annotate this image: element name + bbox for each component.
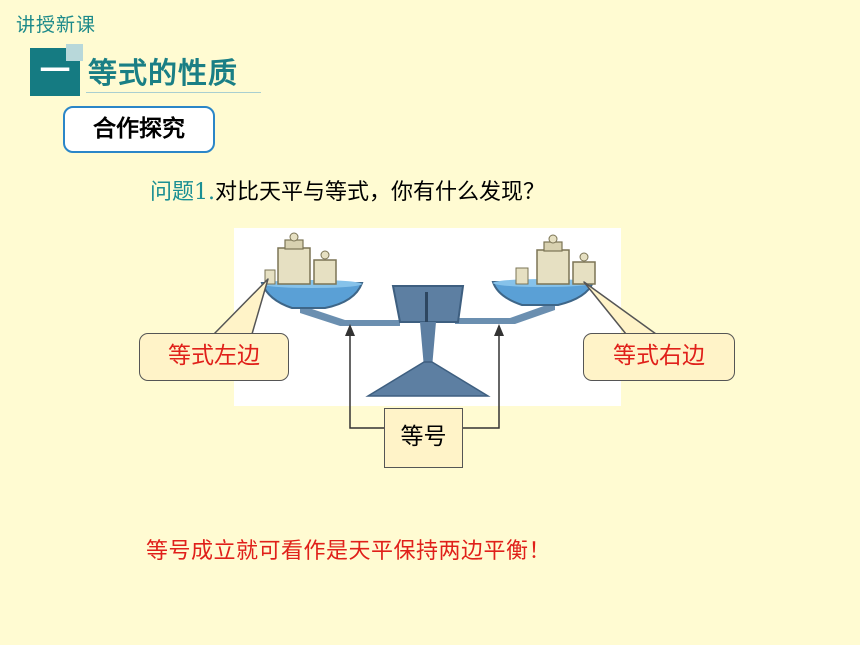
section-underline — [86, 92, 261, 93]
left-big-weight — [277, 247, 311, 285]
left-small-weight-knob — [320, 250, 330, 260]
question-text: 对比天平与等式，你有什么发现？ — [215, 180, 546, 205]
question-line: 问题1.对比天平与等式，你有什么发现？ — [150, 174, 545, 206]
question-number: 问题1. — [150, 180, 215, 205]
left-big-weight-knob — [289, 232, 299, 242]
left-tiny-weight — [264, 269, 276, 285]
left-arrow-line — [349, 332, 384, 429]
needle — [425, 292, 428, 322]
left-callout-pointer — [213, 278, 269, 335]
stand-stem — [420, 322, 436, 368]
beam-left — [300, 305, 400, 326]
left-pan — [260, 282, 364, 309]
left-arrow-head — [345, 324, 355, 336]
section-number: 一 — [40, 54, 70, 89]
right-callout-pointer — [583, 281, 657, 335]
right-arrow-head — [494, 324, 504, 336]
right-big-weight-knob — [548, 234, 558, 244]
left-side-callout: 等式左边 — [139, 333, 289, 381]
beam-right — [455, 302, 555, 324]
left-pan-rim — [262, 280, 362, 288]
right-big-weight — [536, 249, 570, 285]
right-side-callout: 等式右边 — [583, 333, 735, 381]
stand-base — [365, 361, 491, 397]
section-title: 等式的性质 — [88, 56, 239, 90]
subheading-box: 合作探究 — [63, 106, 215, 153]
left-small-weight — [313, 259, 337, 285]
right-small-weight — [572, 261, 596, 285]
right-arrow-line — [463, 332, 500, 429]
right-small-weight-knob — [579, 252, 589, 262]
equals-sign-box: 等号 — [384, 408, 463, 468]
section-block-accent — [66, 44, 83, 61]
conclusion-text: 等号成立就可看作是天平保持两边平衡！ — [146, 539, 552, 564]
corner-label: 讲授新课 — [16, 14, 97, 36]
right-tiny-weight — [515, 267, 529, 285]
